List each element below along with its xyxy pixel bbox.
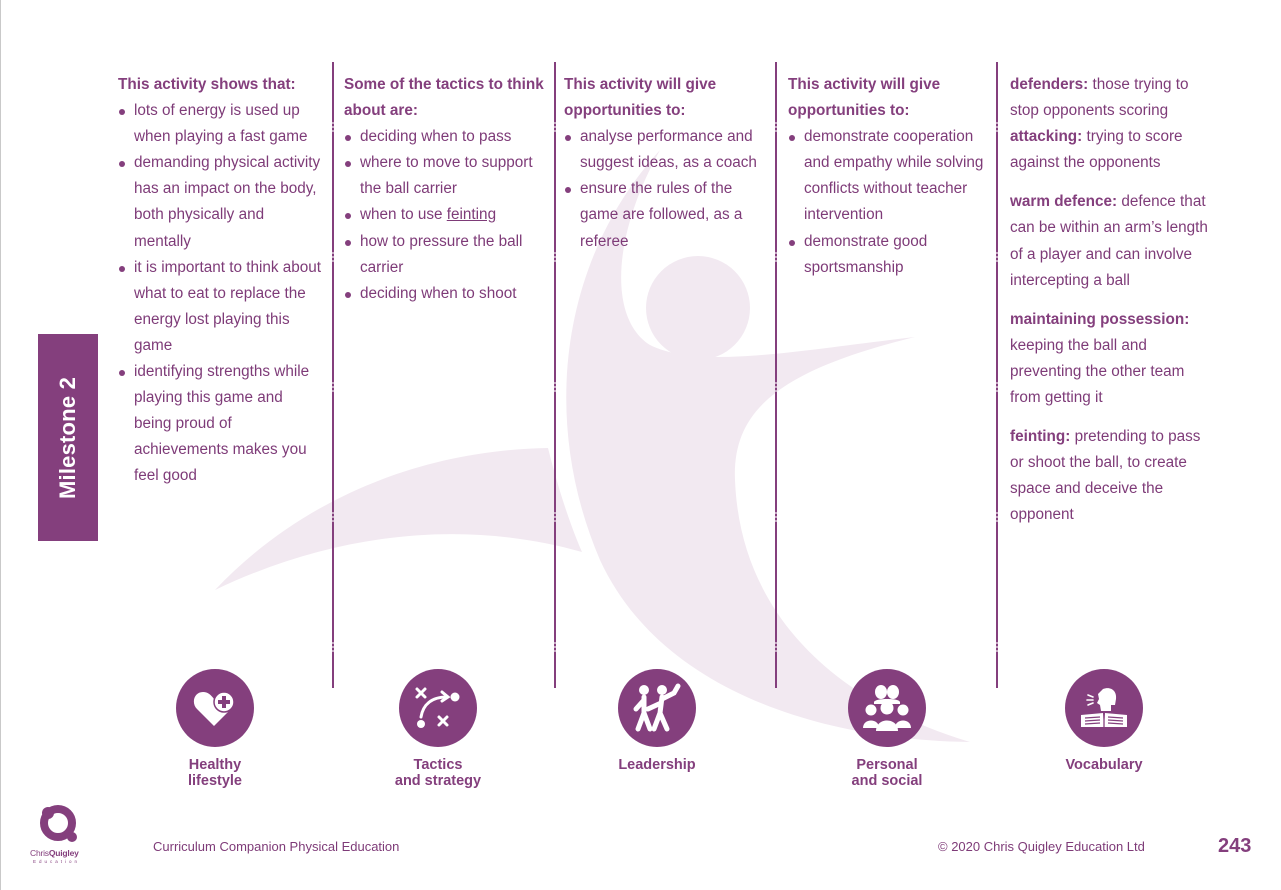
list-item: how to pressure the ball carrier bbox=[344, 229, 544, 281]
column-divider bbox=[775, 62, 777, 688]
column-divider bbox=[554, 62, 556, 688]
list-item: lots of energy is used up when playing a… bbox=[118, 98, 323, 150]
heart-plus-icon bbox=[176, 669, 254, 747]
vocab-entry: warm defence: defence that can be within… bbox=[1010, 189, 1215, 293]
category-label: Leadership bbox=[618, 757, 696, 773]
vocab-definition: pretending to pass or shoot the ball, to… bbox=[1010, 428, 1201, 524]
vocab-definition: trying to score against the opponents bbox=[1010, 128, 1183, 172]
column-personal-social: This activity will give opportunities to… bbox=[788, 72, 993, 281]
vocab-entry: defenders: those trying to stop opponent… bbox=[1010, 72, 1215, 124]
column-healthy-lifestyle: This activity shows that: lots of energy… bbox=[118, 72, 323, 490]
page-number: 243 bbox=[1218, 835, 1252, 857]
list-item: when to use feinting bbox=[344, 202, 544, 228]
footer-title: Curriculum Companion Physical Education bbox=[153, 839, 400, 854]
vocab-definition: those trying to stop opponents scoring bbox=[1010, 76, 1189, 120]
logo-subtext: Education bbox=[33, 859, 81, 864]
column-heading: This activity will give opportunities to… bbox=[788, 76, 941, 120]
vocab-term: defenders: bbox=[1010, 76, 1089, 93]
list-item: identifying strengths while playing this… bbox=[118, 359, 323, 489]
milestone-label: Milestone 2 bbox=[55, 376, 81, 499]
vocab-entry: attacking: trying to score against the o… bbox=[1010, 124, 1215, 176]
column-heading: This activity will give opportunities to… bbox=[564, 76, 717, 120]
column-divider bbox=[332, 62, 334, 688]
logo-text: ChrisQuigley bbox=[30, 848, 79, 858]
footer-copyright: © 2020 Chris Quigley Education Ltd bbox=[938, 839, 1145, 854]
page-edge bbox=[0, 0, 1, 890]
list-item: demanding physical activity has an impac… bbox=[118, 150, 323, 254]
list-item-prefix: when to use bbox=[360, 206, 447, 224]
chris-quigley-logo-icon bbox=[40, 805, 77, 842]
category-label: Vocabulary bbox=[1065, 757, 1143, 773]
list-item: ensure the rules of the game are followe… bbox=[564, 176, 769, 254]
list-item: deciding when to shoot bbox=[344, 281, 544, 307]
vocab-term: maintaining possession: bbox=[1010, 310, 1190, 328]
list-item: it is important to think about what to e… bbox=[118, 255, 323, 359]
feinting-link[interactable]: feinting bbox=[446, 206, 497, 224]
list-item: demonstrate cooperation and empathy whil… bbox=[788, 124, 993, 228]
column-tactics: Some of the tactics to think about are: … bbox=[344, 72, 544, 307]
milestone-tab: Milestone 2 bbox=[38, 334, 98, 541]
vocab-term: feinting: bbox=[1010, 428, 1071, 446]
vocab-entry: maintaining possession: keeping the ball… bbox=[1010, 307, 1215, 411]
column-leadership: This activity will give opportunities to… bbox=[564, 72, 769, 255]
leadership-people-icon bbox=[618, 669, 696, 747]
vocab-entry: feinting: pretending to pass or shoot th… bbox=[1010, 424, 1215, 528]
category-leadership: Leadership bbox=[582, 669, 732, 773]
vocab-definition: keeping the ball and preventing the othe… bbox=[1010, 336, 1185, 407]
column-heading: Some of the tactics to think about are: bbox=[344, 76, 544, 120]
reading-book-icon bbox=[1065, 669, 1143, 747]
vocab-definition: defence that can be within an arm’s leng… bbox=[1010, 193, 1208, 289]
vocab-term: warm defence: bbox=[1010, 193, 1118, 211]
vocab-term: attacking: bbox=[1010, 128, 1083, 146]
tactics-play-icon bbox=[399, 669, 477, 747]
list-item: analyse performance and suggest ideas, a… bbox=[564, 124, 769, 176]
column-vocabulary: defenders: those trying to stop opponent… bbox=[1010, 72, 1215, 542]
group-people-icon bbox=[848, 669, 926, 747]
category-vocabulary: Vocabulary bbox=[1029, 669, 1179, 773]
column-divider bbox=[996, 62, 998, 688]
list-item: deciding when to pass bbox=[344, 124, 544, 150]
list-item: where to move to support the ball carrie… bbox=[344, 150, 544, 202]
list-item: demonstrate good sportsmanship bbox=[788, 229, 993, 281]
column-heading: This activity shows that: bbox=[118, 76, 296, 93]
